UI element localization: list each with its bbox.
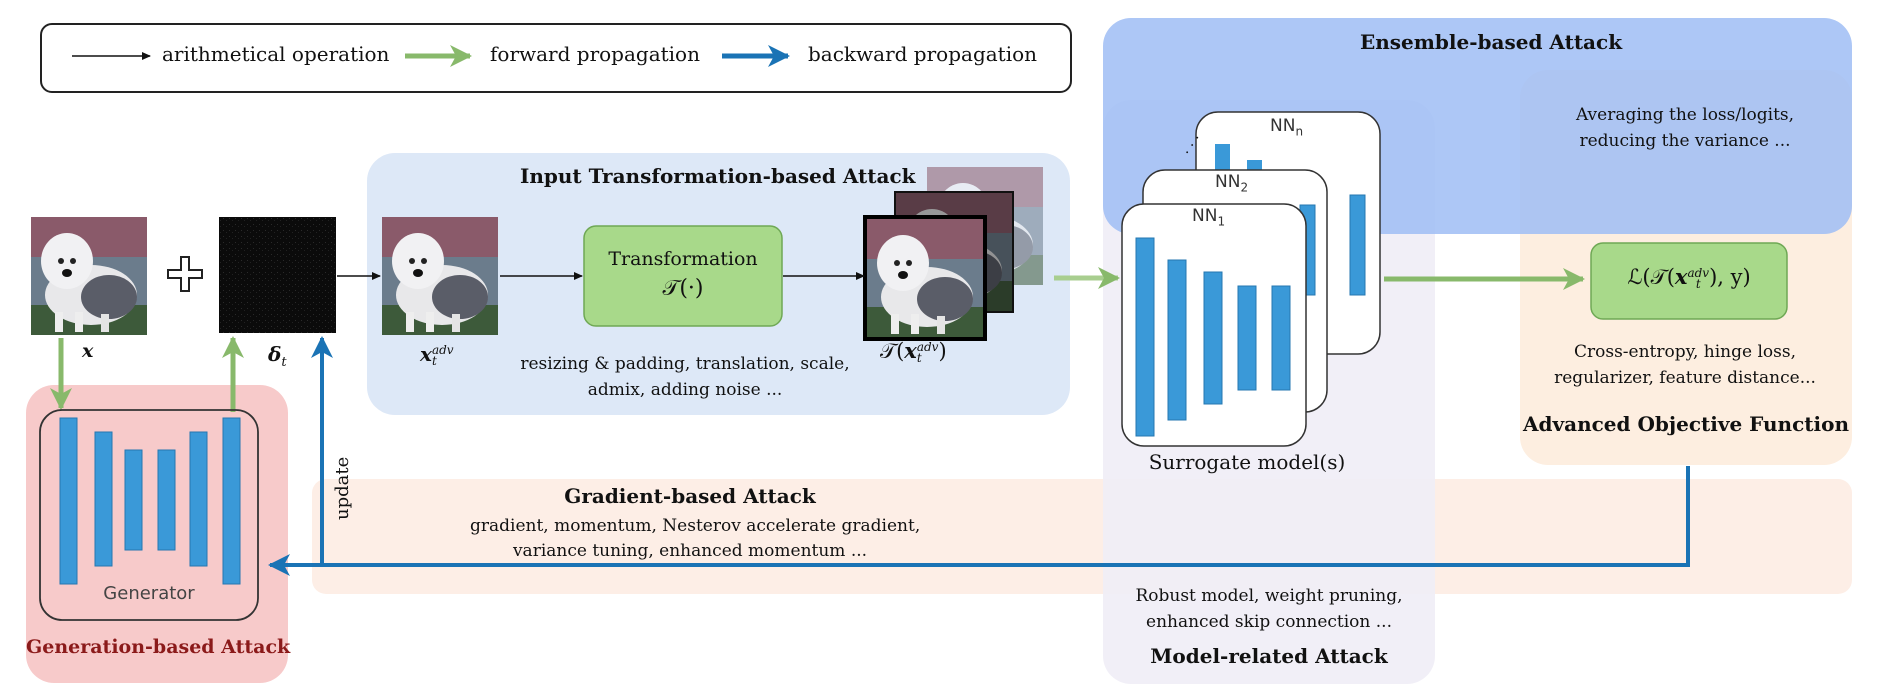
label-txadv-pre: 𝒯(	[880, 339, 905, 363]
label-x: x	[82, 340, 94, 362]
legend-forward-label: forward propagation	[490, 42, 700, 66]
transformation-box-formula: 𝒯(·)	[662, 276, 704, 301]
generator-label: Generator	[103, 583, 195, 604]
model-related-desc-2: enhanced skip connection ...	[1146, 612, 1392, 632]
objective-title: Advanced Objective Function	[1523, 412, 1849, 436]
generator-box	[39, 409, 259, 621]
label-delta: δt	[268, 342, 287, 370]
label-xadv-sub: t	[431, 353, 437, 368]
arrow-backward-to-generator	[268, 466, 1690, 576]
objective-formula-pre: ℒ(𝒯(	[1627, 265, 1675, 289]
input-image-x	[31, 217, 147, 335]
gradient-title: Gradient-based Attack	[564, 484, 816, 508]
objective-formula-sup: adv	[1687, 265, 1710, 280]
nn-1-sub: 1	[1217, 214, 1226, 229]
objective-formula-post: ), y)	[1709, 265, 1751, 289]
label-xadv-symbol: x	[420, 342, 432, 366]
update-label: update	[332, 456, 353, 520]
objective-desc-1: Cross-entropy, hinge loss,	[1573, 342, 1796, 362]
legend-backward-label: backward propagation	[808, 42, 1038, 66]
nn-2-label: NN2	[1215, 172, 1248, 194]
model-card-nn-1	[1121, 203, 1307, 447]
label-delta-sub: t	[281, 355, 287, 370]
nn-n-label: NNn	[1270, 116, 1303, 138]
legend-box	[40, 23, 1072, 93]
gradient-desc-1: gradient, momentum, Nesterov accelerate …	[470, 516, 921, 536]
label-delta-symbol: δ	[268, 342, 282, 366]
transformation-box	[583, 225, 783, 327]
nn-n-sub: n	[1295, 124, 1304, 139]
objective-desc-2: regularizer, feature distance...	[1554, 368, 1816, 388]
ensemble-desc-2: reducing the variance ...	[1579, 131, 1791, 151]
model-related-desc-1: Robust model, weight pruning,	[1135, 586, 1403, 606]
generation-title: Generation-based Attack	[26, 636, 291, 658]
ensemble-desc-1: Averaging the loss/logits,	[1575, 105, 1795, 125]
transformed-image-stack	[863, 167, 1043, 341]
nn-1-text: NN	[1192, 206, 1218, 226]
label-txadv-post: )	[938, 339, 947, 363]
label-txadv-x: x	[904, 338, 917, 363]
transformation-box-label: Transformation	[608, 248, 758, 270]
input-transform-desc-1: resizing & padding, translation, scale,	[520, 354, 850, 374]
nn-n-text: NN	[1270, 116, 1296, 136]
objective-formula-sub: t	[1695, 276, 1701, 291]
input-transform-title: Input Transformation-based Attack	[520, 164, 916, 188]
surrogate-label: Surrogate model(s)	[1148, 450, 1346, 474]
gradient-desc-2: variance tuning, enhanced momentum ...	[512, 541, 868, 561]
gradient-attack-region	[312, 479, 1852, 594]
input-transform-desc-2: admix, adding noise ...	[587, 380, 783, 400]
label-xadv-sup: adv	[431, 342, 454, 357]
label-txadv-sup: adv	[916, 339, 939, 354]
noise-image-delta	[219, 217, 336, 333]
legend-arithmetical-label: arithmetical operation	[162, 42, 390, 66]
ensemble-title: Ensemble-based Attack	[1360, 30, 1623, 54]
objective-box	[1590, 242, 1788, 320]
model-related-title: Model-related Attack	[1150, 644, 1388, 668]
plus-icon	[167, 256, 203, 292]
nn-2-sub: 2	[1240, 180, 1249, 195]
nn-1-label: NN1	[1192, 206, 1225, 228]
label-txadv-sub: t	[916, 350, 922, 365]
objective-formula-x: x	[1674, 264, 1688, 289]
nn-2-text: NN	[1215, 172, 1241, 192]
adversarial-image	[382, 217, 498, 335]
